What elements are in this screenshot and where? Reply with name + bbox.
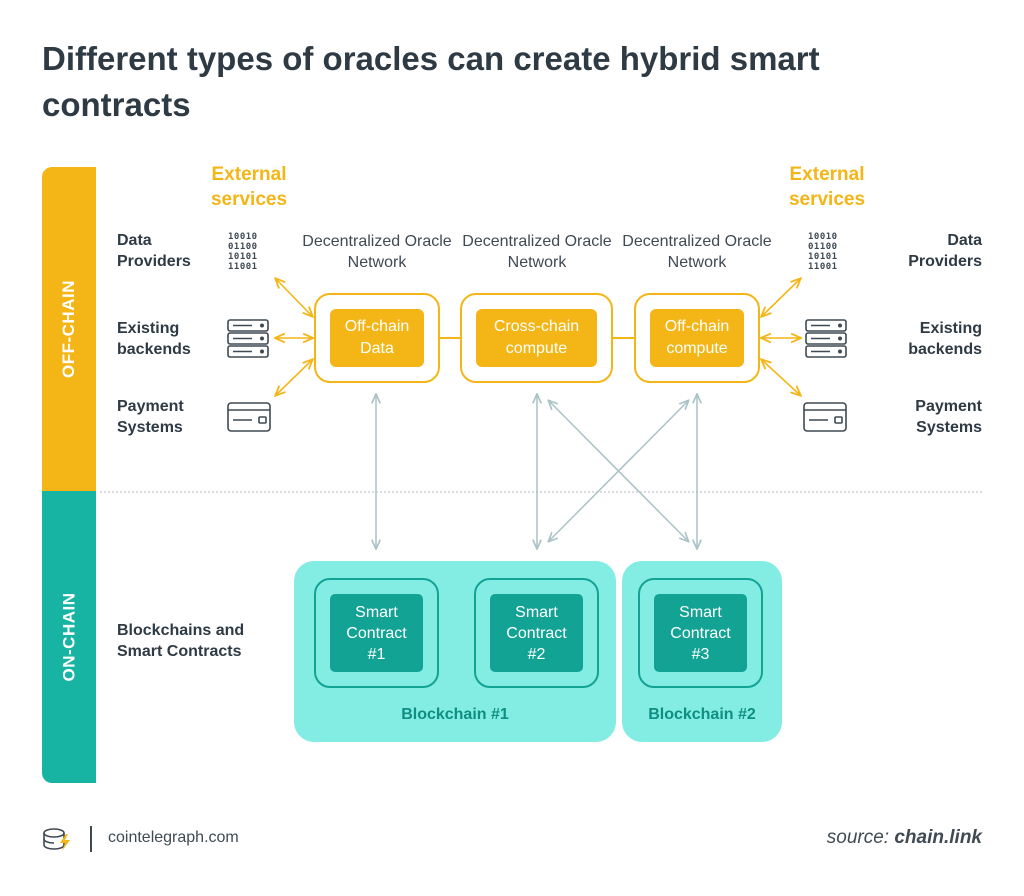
oracle-node-label: Off-chain Data	[330, 309, 424, 367]
footer-separator	[90, 826, 92, 852]
binary-data-icon: 10010 01100 10101 11001	[806, 230, 850, 274]
server-icon	[802, 318, 850, 360]
left-existing-backends-label: Existing backends	[117, 320, 191, 358]
blockchain-1-label: Blockchain #1	[401, 706, 509, 723]
oracle-network-heading-3: Decentralized Oracle Network	[622, 233, 772, 271]
source-prefix: source:	[826, 827, 890, 848]
smart-contract-label: Smart Contract #2	[490, 594, 583, 672]
smart-contract-3: Smart Contract #3	[638, 578, 763, 688]
right-data-providers-label: Data Providers	[908, 232, 982, 270]
smart-contract-2: Smart Contract #2	[474, 578, 599, 688]
source-credit: source: chain.link	[827, 827, 982, 849]
oracle-node-label: Cross-chain compute	[476, 309, 597, 367]
svg-text:11001: 11001	[228, 262, 258, 272]
blockchains-smart-contracts-label: Blockchains and Smart Contracts	[117, 622, 245, 660]
svg-text:01100: 01100	[808, 242, 838, 252]
smart-contract-1: Smart Contract #1	[314, 578, 439, 688]
oracle-node-crosschain-compute: Cross-chain compute	[460, 293, 613, 383]
arrow-right-data	[762, 279, 800, 316]
svg-text:10101: 10101	[808, 252, 838, 262]
external-services-right-title: External services	[788, 164, 866, 210]
svg-text:11001: 11001	[808, 262, 838, 272]
smart-contract-label: Smart Contract #1	[330, 594, 423, 672]
credit-card-icon	[802, 401, 848, 433]
left-payment-systems-label: Payment Systems	[117, 398, 184, 436]
oracle-node-label: Off-chain compute	[650, 309, 744, 367]
oracle-node-offchain-compute: Off-chain compute	[634, 293, 760, 383]
external-services-left-title: External services	[210, 164, 288, 210]
svg-text:10010: 10010	[228, 232, 258, 242]
left-data-providers-label: Data Providers	[117, 232, 191, 270]
smart-contract-label: Smart Contract #3	[654, 594, 747, 672]
arrow-left-data	[276, 279, 312, 316]
on-chain-band: ON-CHAIN	[42, 491, 96, 783]
right-existing-backends-label: Existing backends	[908, 320, 982, 358]
binary-data-icon: 10010 01100 10101 11001	[226, 230, 270, 274]
cointelegraph-logo-icon	[42, 826, 74, 854]
source-name[interactable]: chain.link	[894, 827, 982, 848]
credit-card-icon	[226, 401, 272, 433]
oracle-network-heading-1: Decentralized Oracle Network	[302, 233, 452, 271]
page-title: Different types of oracles can create hy…	[42, 40, 820, 123]
arrow-left-payments	[276, 360, 312, 395]
off-chain-band: OFF-CHAIN	[42, 167, 96, 491]
svg-text:01100: 01100	[228, 242, 258, 252]
svg-text:10101: 10101	[228, 252, 258, 262]
oracle-node-offchain-data: Off-chain Data	[314, 293, 440, 383]
footer-site[interactable]: cointelegraph.com	[108, 829, 239, 846]
svg-text:10010: 10010	[808, 232, 838, 242]
oracle-network-heading-2: Decentralized Oracle Network	[462, 233, 612, 271]
arrow-right-payments	[762, 360, 800, 395]
server-icon	[224, 318, 272, 360]
arrow-cross-node3-contract2	[549, 401, 688, 541]
right-payment-systems-label: Payment Systems	[915, 398, 982, 436]
blockchain-2-label: Blockchain #2	[648, 706, 756, 723]
